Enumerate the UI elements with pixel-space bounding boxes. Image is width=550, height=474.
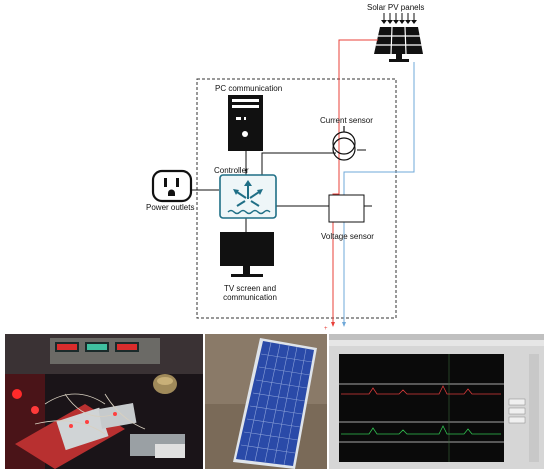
tv-monitor-icon — [220, 232, 274, 277]
negative-wire — [343, 62, 415, 326]
tv-screen-label: TV screen and communication — [220, 284, 280, 302]
system-enclosure — [196, 78, 397, 319]
solar-panels-label: Solar PV panels — [367, 3, 425, 12]
positive-wire — [332, 39, 378, 326]
solar-panel-photo — [205, 334, 327, 469]
voltage-sensor-label: Voltage sensor — [321, 232, 374, 241]
monitoring-software-screenshot — [329, 334, 544, 469]
controller-label: Controller — [214, 166, 249, 175]
pc-tower-icon — [228, 95, 263, 151]
solar-panel-icon — [374, 13, 423, 62]
current-sensor-label: Current sensor — [320, 116, 373, 125]
tv-screen-label-line2: communication — [223, 293, 277, 302]
voltage-sensor-box — [328, 194, 365, 223]
svg-text:+: + — [324, 326, 328, 332]
power-outlets-label: Power outlets — [146, 203, 195, 212]
power-outlet-icon — [151, 169, 193, 203]
current-sensor-icon — [332, 126, 356, 161]
tv-screen-label-line1: TV screen and — [223, 284, 277, 293]
controller-icon — [219, 174, 277, 219]
pc-communication-label: PC communication — [215, 84, 283, 93]
prototype-photo — [5, 334, 203, 469]
